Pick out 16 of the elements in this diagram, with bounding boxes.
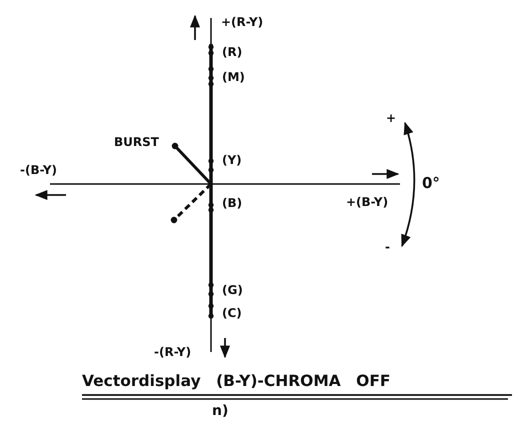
axis-label: -(R-Y) [154,345,192,359]
axis-label: +(R-Y) [221,15,264,29]
angle-label: 0° [422,176,440,190]
vector-label: (Y) [222,153,242,167]
vector-label: (M) [222,70,245,84]
axis-label: +(B-Y) [346,195,388,209]
sign-label: - [385,240,390,254]
vector-label: (R) [222,45,242,59]
vector-label: (B) [222,196,242,210]
vector-label: BURST [114,135,159,149]
sign-label: + [386,111,396,125]
caption: n) [212,402,228,420]
axis-label: -(B-Y) [20,163,58,177]
vector-label: (C) [222,306,242,320]
title: Vectordisplay (B-Y)-CHROMA OFF [82,371,390,391]
vector-label: (G) [222,283,243,297]
